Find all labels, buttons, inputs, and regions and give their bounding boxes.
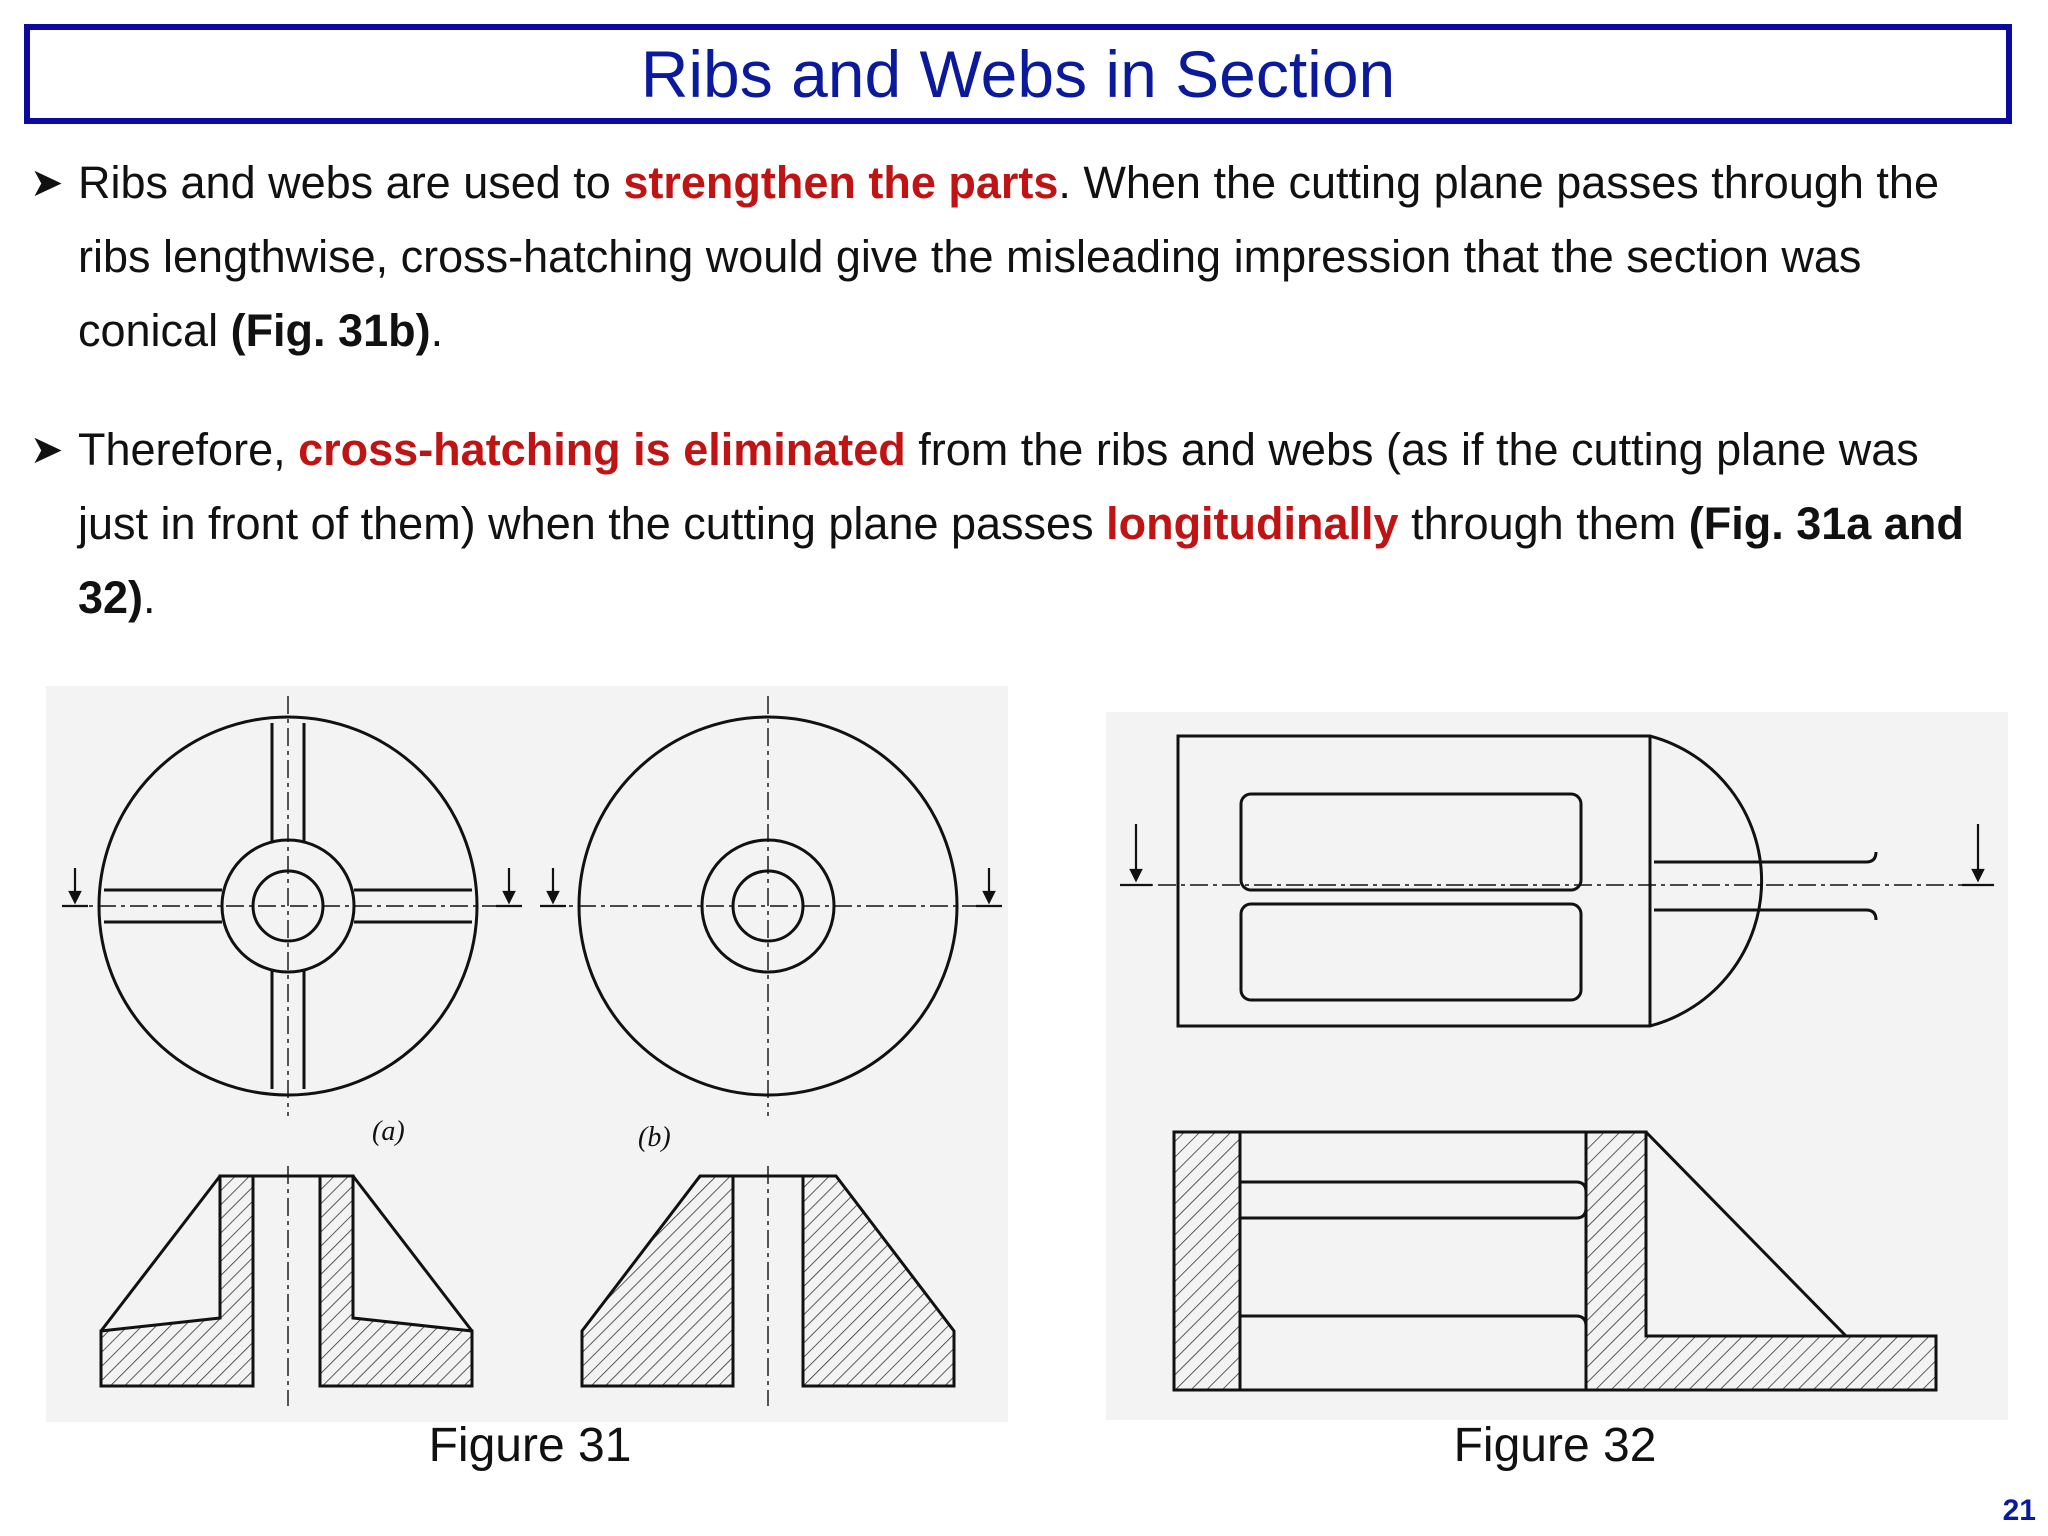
figure-31-caption: Figure 31 xyxy=(428,1419,632,1472)
bullet-2-end: . xyxy=(143,572,156,623)
bullet-1-emphasis: strengthen the parts xyxy=(623,157,1059,208)
figure-32-drawing xyxy=(1120,734,1994,1392)
arrow-bullet-icon: ➤ xyxy=(30,428,64,472)
bullet-2-fig-ref: (Fig. 31a and 32) xyxy=(78,498,1964,623)
bullet-2-body: from the ribs and webs (as if the cuttin… xyxy=(78,424,1919,549)
bullet-1-fig-ref: (Fig. 31b) xyxy=(230,305,431,356)
bullet-1: ➤ Ribs and webs are used to strengthen t… xyxy=(30,146,2000,368)
label-a: (a) xyxy=(372,1116,405,1147)
page-title: Ribs and Webs in Section xyxy=(640,37,1396,111)
figure-32-panel xyxy=(1106,712,2008,1420)
label-b: (b) xyxy=(638,1122,671,1153)
bullet-1-body: . When the cutting plane passes through … xyxy=(78,157,1939,356)
bullet-2-body-2: through them xyxy=(1398,498,1689,549)
figure-31-panel: (a) (b) xyxy=(46,686,1008,1422)
bullet-2-emphasis-2: longitudinally xyxy=(1106,498,1399,549)
page-number: 21 xyxy=(2002,1494,2036,1527)
bullet-2: ➤ Therefore, cross-hatching is eliminate… xyxy=(30,413,2000,635)
arrow-bullet-icon: ➤ xyxy=(30,161,64,205)
title-box: Ribs and Webs in Section xyxy=(24,24,2012,124)
bullet-2-emphasis: cross-hatching is eliminated xyxy=(298,424,906,475)
bullet-1-text: Ribs and webs are used to strengthen the… xyxy=(78,146,2000,368)
bullet-2-intro: Therefore, xyxy=(78,424,299,475)
figure-31-drawing xyxy=(62,696,1002,1406)
bullet-2-text: Therefore, cross-hatching is eliminated … xyxy=(78,413,2000,635)
bullet-1-end: . xyxy=(430,305,444,356)
bullet-1-intro: Ribs and webs are used to xyxy=(78,157,624,208)
figure-32-caption: Figure 32 xyxy=(1453,1419,1657,1472)
